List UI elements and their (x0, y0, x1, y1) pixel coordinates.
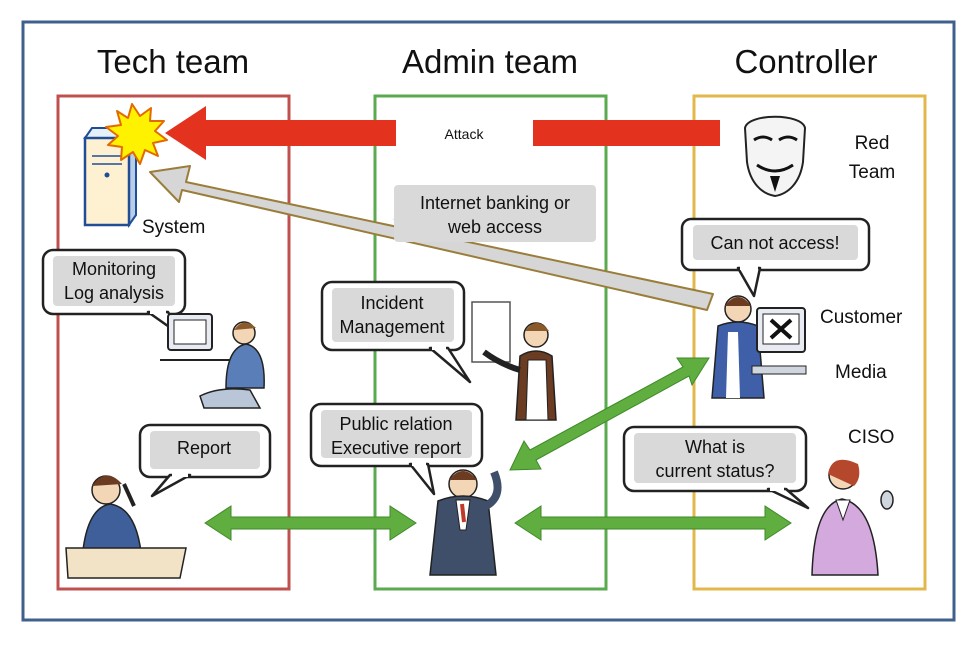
tech-team-column (56, 94, 291, 591)
monitoring-analyst-illustration (160, 313, 265, 409)
monitoring-line1: Monitoring (72, 259, 156, 279)
controller-column (692, 94, 927, 591)
public-relation-bubble: Public relation Executive report (309, 402, 484, 496)
cannot-access-bubble: Can not access! (680, 217, 871, 298)
ciso-label: CISO (848, 427, 894, 448)
anonymous-mask-icon (743, 115, 807, 198)
cannot-access-text: Can not access! (710, 233, 839, 253)
report-text: Report (177, 438, 231, 458)
incident-line2: Management (339, 317, 444, 337)
tech-team-title: Tech team (97, 43, 249, 80)
controller-title: Controller (734, 43, 877, 80)
internet-banking-line1: Internet banking or (420, 193, 570, 213)
internet-banking-bubble: Internet banking or web access (392, 185, 596, 242)
monitoring-bubble: Monitoring Log analysis (41, 248, 187, 338)
executive-illustration (429, 469, 502, 576)
incident-line1: Incident (360, 293, 423, 313)
system-label: System (142, 217, 205, 238)
current-status-line2: current status? (655, 461, 774, 481)
admin-ciso-arrow (514, 505, 792, 541)
tech-admin-arrow (204, 505, 417, 541)
media-label: Media (835, 362, 887, 383)
admin-team-title: Admin team (402, 43, 578, 80)
customer-label: Customer (820, 307, 903, 328)
incident-manager-illustration (471, 301, 557, 421)
monitoring-line2: Log analysis (64, 283, 164, 303)
report-caller-illustration (65, 475, 187, 579)
internet-banking-line2: web access (447, 217, 542, 237)
ciso-illustration (811, 459, 894, 576)
public-relation-line2: Executive report (331, 438, 461, 458)
attack-label-box (396, 120, 533, 146)
report-bubble: Report (138, 423, 272, 498)
attack-label: Attack (445, 126, 485, 142)
incident-bubble: Incident Management (320, 280, 472, 384)
error-monitor-icon (751, 307, 807, 375)
current-status-line1: What is (685, 437, 745, 457)
red-team-label-line1: Red (855, 133, 890, 154)
explosion-icon (105, 103, 168, 165)
current-status-bubble: What is current status? (622, 425, 810, 510)
admin-customer-arrow (509, 357, 710, 471)
red-team-label-line2: Team (849, 162, 895, 183)
public-relation-line1: Public relation (339, 414, 452, 434)
